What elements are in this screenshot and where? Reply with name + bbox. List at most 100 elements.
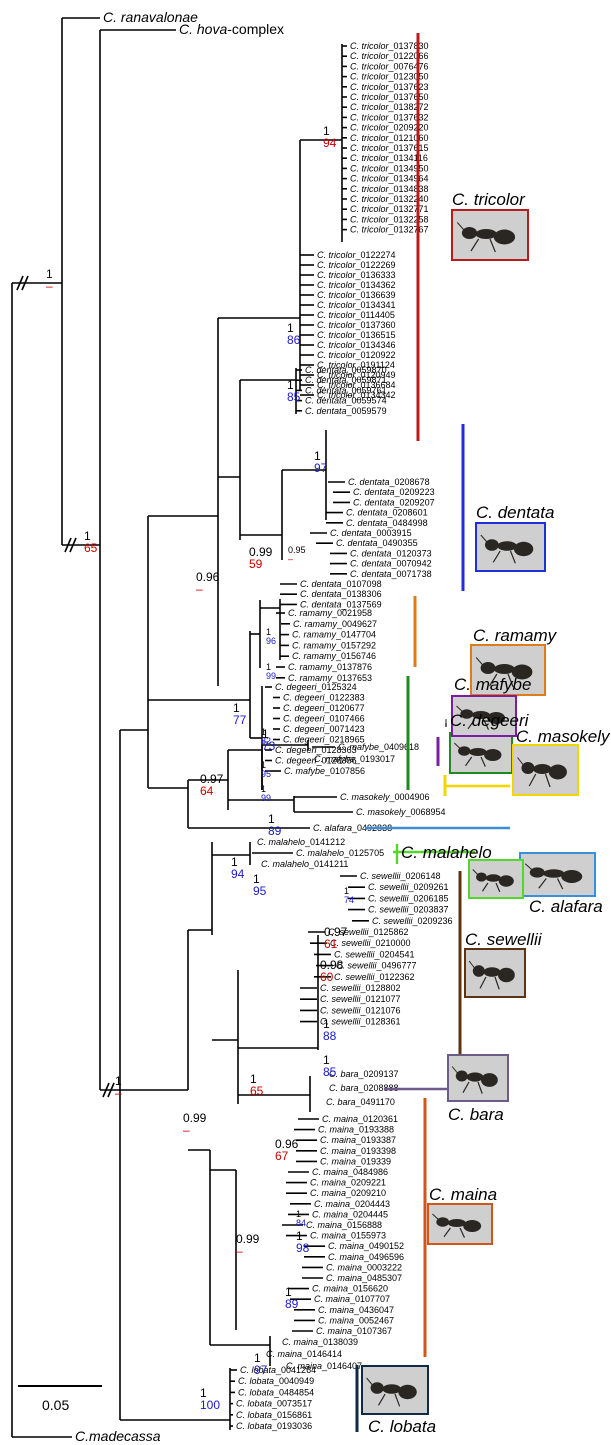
support-pp-sew_bara: 1 [250,1072,257,1086]
ant-antenna-icon [432,1213,440,1221]
ant-leg-icon [556,878,564,890]
support-pp-dentata_a: 1 [287,378,294,392]
ant-gaster-icon [548,764,567,780]
support-bs-ramamy_b: 99 [266,671,276,681]
tip-dentata-0071738: C. dentata_0071738 [350,569,432,579]
ant-head-icon [436,1217,450,1227]
tip-degeeri-0122383: C. degeeri_0122383 [283,693,365,703]
ant-gaster-icon [484,749,502,761]
photo-degeeri-ant-icon [453,742,502,767]
ant-leg-icon [462,1081,470,1094]
ant-gaster-icon [481,1073,498,1087]
support-bs-bara: 85 [323,1065,337,1079]
ant-thorax-icon [485,874,501,882]
photo-dentata-ant-icon [480,534,534,564]
support-bs-sewellii: 88 [323,1029,337,1043]
tip-sewellii-0206185: C. sewellii_0206185 [368,893,449,903]
ant-leg-icon [377,1393,386,1406]
photo-ramamy-ant-icon [475,657,533,688]
tip-masokely-0068954: C. masokely_0068954 [356,807,446,817]
support-bs-degeeri_c: 99 [261,793,271,803]
ant-leg-icon [470,238,480,252]
tip-ramamy-0156746: C. ramamy_0156746 [292,651,376,661]
tip-dentata-0070942: C. dentata_0070942 [350,559,432,569]
support-bs-sew_b: 61 [324,937,338,951]
ant-thorax-icon [469,748,487,756]
ant-head-icon [476,872,487,882]
support-pp-lobata: 1 [200,1386,207,1400]
ant-gaster-icon [498,875,514,887]
tip-degeeri-0107466: C. degeeri_0107466 [283,714,365,724]
tip-maina-0204445: C. maina_0204445 [312,1209,388,1219]
ant-thorax-icon [382,1384,401,1394]
tip-sewellii-0496777: C. sewellii_0496777 [336,961,417,971]
support-pp-maina_a: 0.96 [275,1137,299,1151]
support-pp-masokely: 1 [268,812,275,826]
tip-tricolor-0122274: C. tricolor_0122274 [317,250,396,260]
support-pp-degeeri_a: 1 [261,727,266,737]
support-bs-maina_a: 67 [275,1149,289,1163]
tip-tricolor-0121060: C. tricolor_0121060 [350,133,429,143]
tip-ramamy-0147704: C. ramamy_0147704 [292,630,376,640]
tip-mafybe-0107856: C. mafybe_0107856 [284,766,365,776]
tip-bara-0209137: C. bara_0209137 [329,1069,399,1079]
branch-break-mark [64,537,72,553]
tip-tricolor-0137650: C. tricolor_0137650 [350,92,429,102]
ant-leg-icon [507,673,514,688]
tip-ramamy-0021958: C. ramamy_0021958 [288,608,372,618]
tip-lobata-0156861: C. lobata_0156861 [236,1410,312,1420]
photo-alafara-ant-icon [524,863,583,890]
ant-thorax-icon [483,967,501,977]
support-bs-hova_node: 65 [84,541,98,555]
tip-maina-0146414: C. maina_0146414 [266,1349,342,1359]
tip-dentata-0208601: C. dentata_0208601 [346,508,428,518]
support-bs-degeeri_a: 82 [261,736,271,746]
clade-label-lobata: C. lobata [368,1417,436,1436]
tip-tricolor-0136639: C. tricolor_0136639 [317,290,396,300]
tip-tricolor-0132240: C. tricolor_0132240 [350,194,429,204]
support-bs-lower_node: – [115,1086,122,1100]
clade-label-tricolor: C. tricolor [452,190,526,209]
ant-antenna-icon [366,1377,374,1387]
tip-dentata-0059574: C. dentata_0059574 [305,396,387,406]
ant-leg-icon [479,976,487,989]
support-pp-malahelo_b: 1 [253,872,260,886]
tip-dentata-0059871: C. dentata_0059871 [305,375,387,385]
tip-tricolor-0136333: C. tricolor_0136333 [317,270,396,280]
support-pp-dentata_c: 0.95 [288,545,306,555]
clade-label-sewellii: C. sewellii [465,930,543,949]
support-pp-sewellii: 1 [323,1017,330,1031]
support-bs-big_lower: – [183,1123,190,1137]
tip-maina-0209210: C. maina_0209210 [310,1188,386,1198]
tip-maina-0490152: C. maina_0490152 [328,1241,404,1251]
branch-break-mark [102,1082,110,1098]
ant-leg-icon [477,1081,483,1094]
support-pp-maina: 0.99 [236,1232,260,1246]
support-bs-sew_c: 60 [320,970,334,984]
clade-label-mafybe: C. mafybe [454,675,531,694]
tip-tricolor-0123050: C. tricolor_0123050 [350,72,429,82]
photo-lobata-ant-icon [366,1377,417,1407]
tip-tricolor-0136515: C. tricolor_0136515 [317,330,396,340]
ant-head-icon [461,227,478,239]
tip-madecassa: C.madecassa [75,1428,161,1444]
tip-tricolor-0134964: C. tricolor_0134964 [350,174,429,184]
support-bs-tricolor: 86 [287,333,301,347]
tip-degeeri-0125324: C. degeeri_0125324 [275,682,357,692]
tip-tricolor-0134342: C. tricolor_0134342 [317,390,396,400]
tip-ranavalonae: C. ranavalonae [103,9,198,25]
ant-antenna-icon [517,757,525,767]
tip-tricolor-0137360: C. tricolor_0137360 [317,320,396,330]
tip-masokely-0004906: C. masokely_0004906 [340,792,430,802]
branch-break-mark [107,1082,115,1098]
tip-maina-0120361: C. maina_0120361 [322,1114,398,1124]
support-pp-sew_c: 0.98 [320,958,344,972]
tip-malahelo-0141211: C. malahelo_0141211 [261,859,348,869]
ant-leg-icon [465,756,473,767]
ant-thorax-icon [497,541,517,551]
tip-dentata-0484998: C. dentata_0484998 [346,518,428,528]
support-bs-sew_a: 74 [344,895,354,905]
ant-thorax-icon [493,664,515,674]
support-bs-maina: – [236,1244,243,1258]
